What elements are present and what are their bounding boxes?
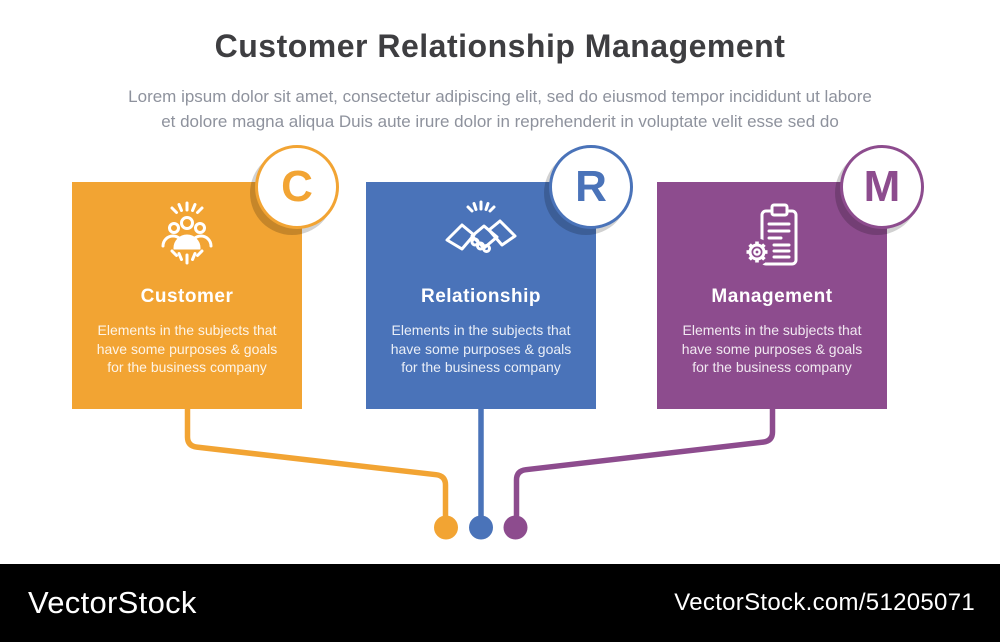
desc-line: have some purposes & goals [681,340,863,357]
gear-glyph [743,238,771,266]
subtitle-line-1: Lorem ipsum dolor sit amet, consectetur … [128,87,872,106]
customers-icon [161,201,213,265]
desc-line: Elements in the subjects that [391,322,571,338]
desc-line: for the business company [692,359,852,375]
handshake-icon [445,200,517,253]
card-description-relationship: Elements in the subjects that have some … [391,321,572,377]
desc-line: for the business company [107,359,267,375]
badge-letter-r: R [549,145,633,229]
desc-line: Elements in the subjects that [682,322,862,338]
connector-management [513,407,776,516]
card-description-management: Elements in the subjects that have some … [682,321,863,377]
card-customer: C Customer Elemen [72,145,339,409]
card-title-customer: Customer [140,286,234,307]
card-management: M [657,145,924,409]
card-title-relationship: Relationship [420,286,541,307]
desc-line: have some purposes & goals [96,340,278,357]
connector-customer [184,407,449,516]
connector-dot-customer [434,515,458,540]
badge-letter-m: M [840,145,924,229]
desc-line: Elements in the subjects that [97,322,277,338]
badge-letter-c: C [255,145,339,229]
vectorstock-logo: VectorStock [28,585,197,620]
page-title: Customer Relationship Management [214,28,786,64]
subtitle-line-2: et dolore magna aliqua Duis aute irure d… [161,112,839,131]
desc-line: for the business company [401,359,561,375]
connector-dot-management [503,515,528,540]
card-relationship: R Relationship Elements in the subjects … [366,145,633,409]
card-title-management: Management [711,286,833,307]
card-description-customer: Elements in the subjects that have some … [97,321,278,377]
clipboard-gear-icon [743,203,798,266]
watermark-bar: VectorStock VectorStock.com/51205071 [0,564,1000,642]
connector-dot-relationship [469,515,493,540]
vectorstock-credit-url: VectorStock.com/51205071 [674,589,975,616]
page-subtitle: Lorem ipsum dolor sit amet, consectetur … [80,84,920,134]
desc-line: have some purposes & goals [390,340,572,357]
